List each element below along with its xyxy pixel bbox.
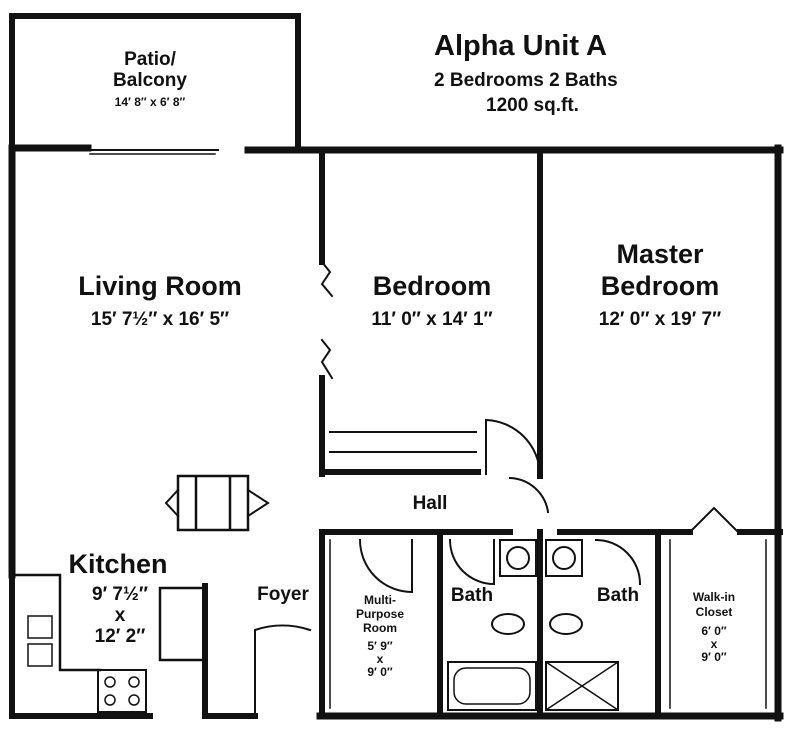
bedroom-door-swing	[485, 418, 542, 476]
unit-title: Alpha Unit A	[434, 30, 607, 62]
bedroom-label: Bedroom	[372, 271, 492, 301]
bath-right-door-swing	[594, 538, 642, 586]
bifold-door-bottom	[320, 338, 334, 380]
living-cabinet	[176, 474, 250, 532]
mpr-dim-width: 5′ 9″	[367, 639, 393, 653]
mpr-door-swing	[358, 538, 413, 594]
washer	[499, 539, 537, 577]
hall-door-swing	[508, 476, 550, 514]
master-bedroom-dimensions: 12′ 0″ x 19′ 7″	[598, 309, 722, 330]
patio-label-line2: Balcony	[113, 70, 187, 91]
kitchen-dim-length: 12′ 2″	[94, 626, 146, 647]
bedroom-closet-shelf	[329, 431, 477, 453]
unit-area: 1200 sq.ft.	[486, 95, 579, 116]
patio-outline	[9, 13, 301, 151]
kitchen-label: Kitchen	[68, 549, 168, 579]
closet-dim-x: x	[710, 637, 718, 651]
kitchen-counter	[14, 573, 102, 672]
mpr-label-line3: Room	[363, 621, 397, 635]
master-bedroom-label-line1: Master	[616, 239, 704, 269]
closet-door-swing	[688, 506, 740, 534]
kitchen-dim-x: x	[114, 605, 126, 626]
toilet-right	[549, 613, 583, 635]
closet-dim-width: 6′ 0″	[701, 624, 727, 638]
bath-right-label: Bath	[596, 585, 640, 606]
mpr-dim-x: x	[376, 652, 384, 666]
hall-label: Hall	[412, 493, 448, 514]
patio-label-line1: Patio/	[124, 49, 176, 70]
bathtub	[447, 661, 537, 711]
patio-dimensions: 14′ 8″ x 6′ 8″	[114, 95, 186, 109]
unit-bedrooms-baths: 2 Bedrooms 2 Baths	[434, 70, 618, 91]
bifold-door-top	[320, 260, 334, 298]
shower	[545, 661, 619, 711]
bath-left-label: Bath	[450, 585, 494, 606]
mpr-dim-length: 9′ 0″	[367, 665, 393, 679]
closet-dim-length: 9′ 0″	[701, 650, 727, 664]
mpr-label-line2: Purpose	[355, 607, 404, 621]
bath-left-door-swing	[448, 538, 495, 586]
stove	[97, 669, 147, 713]
closet-label-line2: Closet	[695, 605, 733, 619]
closet-label-line1: Walk-in	[692, 590, 736, 604]
dryer	[545, 539, 583, 577]
toilet-left	[491, 613, 525, 635]
bedroom-dimensions: 11′ 0″ x 14′ 1″	[371, 309, 493, 330]
kitchen-dim-width: 9′ 7½″	[92, 584, 148, 605]
foyer-label: Foyer	[257, 584, 309, 605]
closet-shelves	[669, 539, 767, 709]
foyer-door-swing	[254, 624, 312, 717]
kitchen-counter-right	[158, 586, 207, 662]
living-room-label: Living Room	[78, 271, 242, 301]
kitchen-bottom	[9, 572, 153, 719]
exterior-wall-foyer	[202, 583, 258, 719]
master-bedroom-label-line2: Bedroom	[600, 271, 720, 301]
kitchen-sink	[27, 615, 53, 639]
mpr-label-line1: Multi-	[364, 593, 396, 607]
living-room-dimensions: 15′ 7½″ x 16′ 5″	[90, 309, 230, 330]
